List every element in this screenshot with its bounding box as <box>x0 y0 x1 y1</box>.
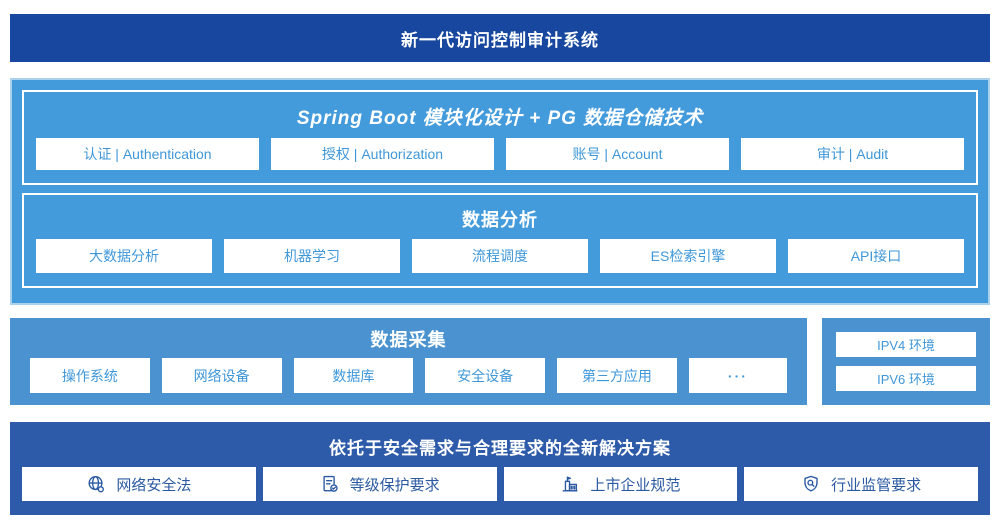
shield-search-icon <box>801 474 821 494</box>
analysis-row: 大数据分析 机器学习 流程调度 ES检索引擎 API接口 <box>24 239 976 273</box>
module-account: 账号 | Account <box>506 138 729 170</box>
solution-row: 网络安全法 等级保护要求 <box>10 467 990 501</box>
module-authentication: 认证 | Authentication <box>36 138 259 170</box>
analysis-machine-learning: 机器学习 <box>224 239 400 273</box>
solution-listed-company-rules: 上市企业规范 <box>503 467 738 501</box>
source-thirdparty-app: 第三方应用 <box>557 358 677 393</box>
solution-section: 依托于安全需求与合理要求的全新解决方案 网络安全法 <box>10 422 990 515</box>
source-database: 数据库 <box>293 358 414 393</box>
solution-item-label: 行业监管要求 <box>831 476 922 494</box>
module-audit: 审计 | Audit <box>741 138 964 170</box>
env-ipv4: IPV4 环境 <box>836 332 976 357</box>
ip-environment-panel: IPV4 环境 IPV6 环境 <box>822 318 990 405</box>
solution-item-label: 上市企业规范 <box>590 476 681 494</box>
source-os: 操作系统 <box>30 358 150 393</box>
analysis-workflow: 流程调度 <box>412 239 588 273</box>
platform-section: Spring Boot 模块化设计 + PG 数据仓储技术 认证 | Authe… <box>10 78 990 305</box>
springboot-modules-group: Spring Boot 模块化设计 + PG 数据仓储技术 认证 | Authe… <box>22 90 978 185</box>
sources-row: 操作系统 网络设备 数据库 安全设备 第三方应用 ··· <box>10 358 807 393</box>
source-network-device: 网络设备 <box>161 358 282 393</box>
data-collection-section: 数据采集 操作系统 网络设备 数据库 安全设备 第三方应用 ··· <box>10 318 807 405</box>
solution-cybersecurity-law: 网络安全法 <box>22 467 256 501</box>
data-analysis-group: 数据分析 大数据分析 机器学习 流程调度 ES检索引擎 API接口 <box>22 193 978 288</box>
solution-classified-protection: 等级保护要求 <box>262 467 497 501</box>
data-analysis-title: 数据分析 <box>462 210 538 230</box>
solution-item-label: 等级保护要求 <box>349 476 440 494</box>
springboot-modules-title: Spring Boot 模块化设计 + PG 数据仓储技术 <box>296 108 704 129</box>
analysis-api: API接口 <box>788 239 964 273</box>
source-security-device: 安全设备 <box>425 358 546 393</box>
page-title: 新一代访问控制审计系统 <box>401 30 599 50</box>
env-ipv6: IPV6 环境 <box>836 366 976 391</box>
modules-row: 认证 | Authentication 授权 | Authorization 账… <box>24 138 976 170</box>
source-more-ellipsis: ··· <box>688 358 788 393</box>
data-collection-title: 数据采集 <box>370 330 447 350</box>
collection-layer: 数据采集 操作系统 网络设备 数据库 安全设备 第三方应用 ··· IPV4 环… <box>10 318 990 405</box>
analysis-bigdata: 大数据分析 <box>36 239 212 273</box>
module-authorization: 授权 | Authorization <box>271 138 494 170</box>
analysis-es-search: ES检索引擎 <box>600 239 776 273</box>
document-check-icon <box>320 474 340 494</box>
solution-title: 依托于安全需求与合理要求的全新解决方案 <box>329 439 671 458</box>
building-icon <box>560 474 580 494</box>
header-banner: 新一代访问控制审计系统 <box>10 14 990 62</box>
globe-icon <box>86 474 106 494</box>
solution-industry-regulation: 行业监管要求 <box>744 467 978 501</box>
solution-item-label: 网络安全法 <box>116 476 192 494</box>
